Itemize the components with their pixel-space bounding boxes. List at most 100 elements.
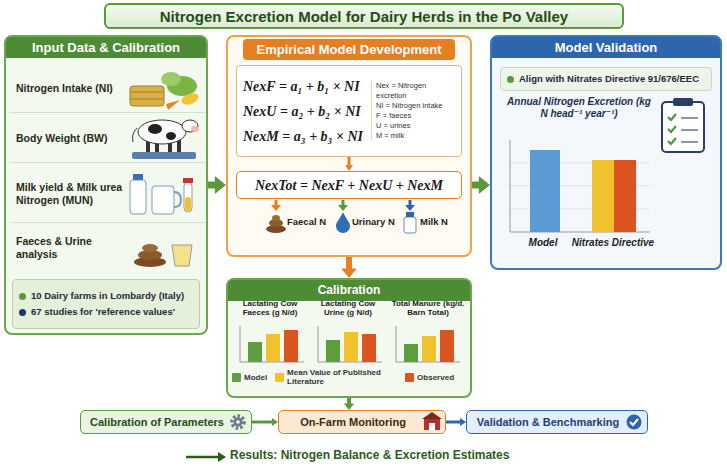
calibration-charts — [240, 326, 460, 362]
input-label: Milk yield & Milk urea Nitrogen (MUN) — [16, 181, 124, 207]
input-label: Body Weight (BW) — [16, 132, 124, 145]
bullet-dot — [507, 76, 514, 83]
legend-text: Mean Value of Published Literature — [287, 368, 397, 386]
process-box: On-Farm Monitoring — [278, 410, 446, 434]
arrow-head — [479, 176, 490, 194]
label: Faecal N — [287, 217, 339, 228]
legend-text: Observed — [417, 373, 454, 382]
flow-arrow — [472, 176, 490, 194]
bullet-box: 10 Dairy farms in Lombardy (Italy) 67 stu… — [12, 279, 200, 329]
legend-item: Mean Value of Published Literature — [275, 368, 397, 386]
legend-item: Model — [232, 373, 267, 382]
legend: Model Mean Value of Published Literature O… — [232, 368, 468, 386]
bullet-text: 10 Dairy farms in Lombardy (Italy) — [31, 290, 184, 302]
box-label: On-Farm Monitoring — [300, 416, 406, 429]
cow-icon — [132, 120, 199, 159]
label: Results: Nitrogen Balance & Excretion Es… — [230, 449, 590, 463]
arrow-shaft — [446, 421, 461, 424]
milk-bottle-icon — [404, 212, 416, 233]
arrow-shaft — [346, 257, 352, 269]
equation: NexM = a₃ + b₃ × NI — [243, 124, 371, 149]
faeces-icon — [134, 244, 192, 267]
arrow-shaft — [347, 398, 351, 405]
bullet-row: 67 studies for 'reference values' — [19, 306, 193, 318]
equation: NexF = a₁ + b₁ × NI — [243, 74, 371, 99]
input-item: Milk yield & Milk urea Nitrogen (MUN) — [10, 165, 206, 223]
urine-drop-icon — [336, 212, 350, 233]
legend-text: Model — [244, 373, 267, 382]
validation-chart — [510, 140, 650, 232]
arrow-head — [344, 404, 354, 410]
arrow-head — [272, 418, 278, 426]
arrow-shaft — [252, 421, 273, 424]
check-icon — [627, 415, 642, 430]
process-box: Calibration of Parameters — [80, 410, 252, 434]
definition: F = faeces — [376, 111, 455, 121]
bullet-box: Align with Nitrates Directive 91/676/EEC — [500, 67, 712, 91]
feed-icon — [130, 72, 200, 110]
flow-arrow — [344, 398, 354, 410]
flow-arrow — [208, 176, 226, 194]
panel-heading: Empirical Model Development — [243, 39, 456, 60]
definition: M = milk — [376, 131, 455, 141]
definition: NI = Nitrogen intake — [376, 101, 455, 111]
process-box: NexTot = NexF + NexU + NexM — [236, 171, 462, 199]
flow-arrow — [341, 257, 357, 278]
arrow-shaft — [472, 182, 480, 189]
panel: Model ValidationAlign with Nitrates Dire… — [490, 35, 722, 270]
faecal-icon — [266, 215, 286, 233]
equation-column: NexF = a₁ + b₁ × NINexU = a₂ + b₂ × NINe… — [243, 74, 371, 149]
bullet-text: Align with Nitrates Directive 91/676/EEC — [519, 73, 699, 85]
equation: NexU = a₂ + b₂ × NI — [243, 99, 371, 124]
label: Urinary N — [352, 217, 406, 228]
barn-icon — [422, 412, 442, 430]
legend-swatch — [275, 373, 284, 382]
definition: U = urines — [376, 121, 455, 131]
label: Total Manure (kg/d. Barn Total) — [388, 299, 468, 317]
milk-icon — [130, 174, 193, 214]
definition: Nex = Nitrogen excretion — [376, 81, 455, 101]
output-arrows — [271, 200, 415, 211]
panel-heading: Calibration — [228, 280, 470, 301]
bullet-text: 67 studies for 'reference values' — [31, 306, 175, 318]
label: Model — [513, 237, 573, 249]
clipboard-icon — [662, 98, 704, 152]
box-label: Calibration of Parameters — [90, 416, 224, 429]
label: Lactating Cow Faeces (g N/d) — [232, 299, 308, 317]
arrow-head — [341, 268, 357, 278]
box-label: NexTot = NexF + NexU + NexM — [255, 179, 443, 192]
input-item: Nitrogen Intake (NI) — [10, 65, 206, 113]
definition-column: Nex = Nitrogen excretionNI = Nitrogen in… — [371, 81, 455, 141]
bullet-dot — [19, 309, 26, 316]
flow-arrow — [345, 157, 353, 171]
input-label: Nitrogen Intake (NI) — [16, 82, 124, 95]
input-item: Faeces & Urine analysis — [10, 225, 206, 271]
results-arrow — [186, 452, 226, 462]
label: Nitrates Directive — [566, 237, 660, 249]
legend-swatch — [405, 373, 414, 382]
label: Milk N — [420, 217, 466, 228]
equation-box: NexF = a₁ + b₁ × NINexU = a₂ + b₂ × NINe… — [236, 65, 462, 157]
input-item: Body Weight (BW) — [10, 115, 206, 163]
flow-arrow — [446, 418, 466, 426]
legend-item: Observed — [405, 373, 454, 382]
arrow-shaft — [208, 182, 216, 189]
panel-heading: Model Validation — [492, 37, 720, 58]
panel: Input Data & CalibrationNitrogen Intake … — [4, 35, 208, 335]
box-label: Validation & Benchmarking — [477, 416, 619, 429]
bullet-dot — [19, 293, 26, 300]
flow-arrow — [252, 418, 278, 426]
title-text: Nitrogen Excretion Model for Dairy Herds… — [160, 8, 568, 25]
bullet-row: Align with Nitrates Directive 91/676/EEC — [507, 73, 705, 85]
label: Lactating Cow Urine (g N/d) — [310, 299, 386, 317]
panel-heading: Input Data & Calibration — [6, 37, 206, 58]
legend-swatch — [232, 373, 241, 382]
input-label: Faeces & Urine analysis — [16, 235, 124, 261]
label: Annual Nitrogen Excretion (kg N head⁻¹ y… — [505, 96, 653, 119]
gear-icon — [232, 416, 244, 428]
arrow-head — [345, 165, 353, 171]
arrow-head — [215, 176, 226, 194]
arrow-head — [460, 418, 466, 426]
bullet-row: 10 Dairy farms in Lombardy (Italy) — [19, 290, 193, 302]
